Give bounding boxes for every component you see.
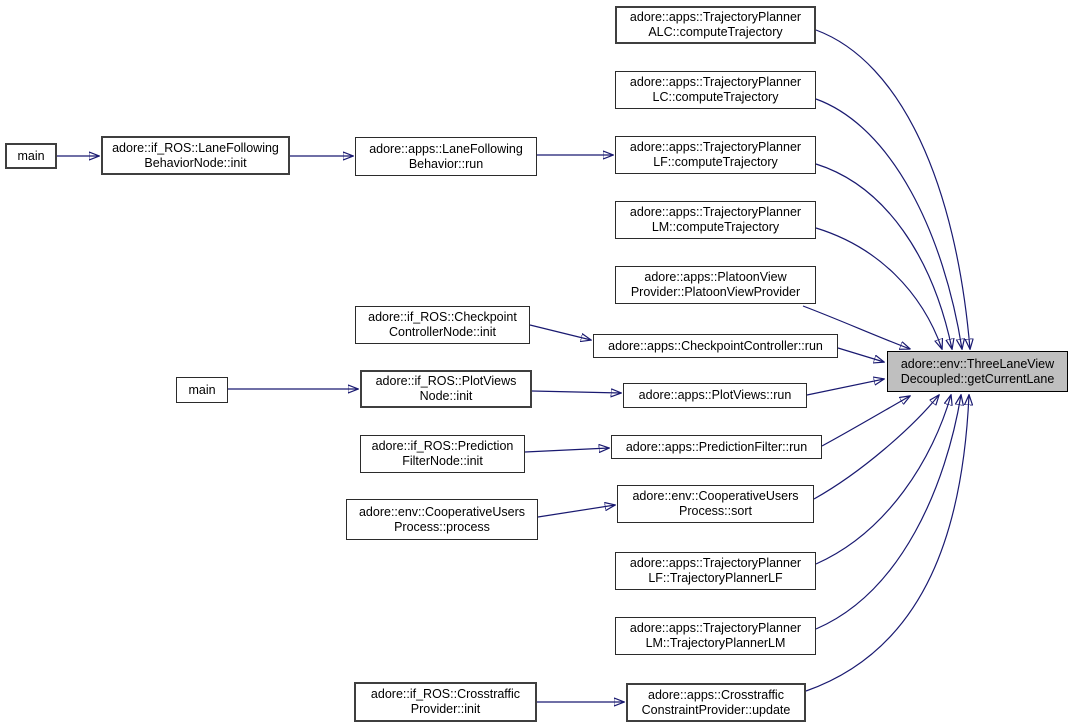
node-checkpointcontroller-run-label: adore::apps::CheckpointController::run	[608, 338, 823, 353]
edge-plotviewsnode-to-plotviewsrun	[531, 391, 621, 393]
node-trajectoryplanner-lc-computetrajectory-label: adore::apps::TrajectoryPlanner LC::compu…	[629, 75, 802, 104]
node-crosstrafficprovider-init-label: adore::if_ROS::Crosstraffic Provider::in…	[370, 687, 521, 716]
edge-coopprocess-to-coopsort	[537, 505, 615, 518]
node-predictionfilternode-init[interactable]: adore::if_ROS::Prediction FilterNode::in…	[360, 435, 525, 473]
edge-plotviewsrun-to-target	[806, 379, 884, 396]
node-platoonviewprovider-label: adore::apps::PlatoonView Provider::Plato…	[630, 270, 801, 299]
node-trajectoryplanner-lc-computetrajectory[interactable]: adore::apps::TrajectoryPlanner LC::compu…	[615, 71, 816, 109]
node-main-2-label: main	[188, 382, 216, 397]
node-main-1-label: main	[17, 148, 45, 163]
edge-predictionnode-to-predictionrun	[524, 448, 609, 452]
node-threelaneviewdecoupled-getcurrentlane: adore::env::ThreeLaneView Decoupled::get…	[887, 351, 1068, 392]
node-threelaneviewdecoupled-getcurrentlane-label: adore::env::ThreeLaneView Decoupled::get…	[900, 356, 1055, 386]
edge-predictionrun-to-target	[821, 396, 910, 447]
edge-checkpointrun-to-target	[837, 347, 884, 362]
edge-lf-to-target	[815, 163, 952, 349]
node-trajectoryplannerlm-ctor-label: adore::apps::TrajectoryPlanner LM::Traje…	[629, 621, 802, 650]
node-lanefollowing-behavior-run[interactable]: adore::apps::LaneFollowing Behavior::run	[355, 137, 537, 176]
node-plotviewsnode-init[interactable]: adore::if_ROS::PlotViews Node::init	[360, 370, 532, 408]
node-trajectoryplanner-lm-computetrajectory-label: adore::apps::TrajectoryPlanner LM::compu…	[629, 205, 802, 234]
node-plotviews-run[interactable]: adore::apps::PlotViews::run	[623, 383, 807, 408]
node-plotviews-run-label: adore::apps::PlotViews::run	[638, 388, 792, 402]
node-trajectoryplanner-alc-computetrajectory[interactable]: adore::apps::TrajectoryPlanner ALC::comp…	[615, 6, 816, 44]
node-trajectoryplanner-lf-computetrajectory[interactable]: adore::apps::TrajectoryPlanner LF::compu…	[615, 136, 816, 174]
edge-crosstrafficupdate-to-target	[805, 395, 969, 692]
node-checkpoint-controllernode-init-label: adore::if_ROS::Checkpoint ControllerNode…	[368, 310, 517, 339]
edge-lfctor-to-target	[815, 395, 951, 565]
edge-coopsort-to-target	[813, 395, 939, 500]
node-trajectoryplannerlf-ctor-label: adore::apps::TrajectoryPlanner LF::Traje…	[629, 556, 802, 585]
edge-alc-to-target	[815, 29, 970, 349]
node-platoonviewprovider[interactable]: adore::apps::PlatoonView Provider::Plato…	[615, 266, 816, 304]
node-main-1[interactable]: main	[5, 143, 57, 169]
node-cooperativeusersprocess-process[interactable]: adore::env::CooperativeUsers Process::pr…	[346, 499, 538, 540]
node-crosstrafficconstraintprovider-update[interactable]: adore::apps::Crosstraffic ConstraintProv…	[626, 683, 806, 722]
edge-checkpointnode-to-checkpointrun	[529, 324, 591, 340]
node-checkpoint-controllernode-init[interactable]: adore::if_ROS::Checkpoint ControllerNode…	[355, 306, 530, 344]
node-checkpointcontroller-run[interactable]: adore::apps::CheckpointController::run	[593, 334, 838, 358]
node-predictionfilter-run[interactable]: adore::apps::PredictionFilter::run	[611, 435, 822, 459]
node-crosstrafficconstraintprovider-update-label: adore::apps::Crosstraffic ConstraintProv…	[641, 687, 791, 717]
edge-lmctor-to-target	[815, 395, 961, 630]
node-plotviewsnode-init-label: adore::if_ROS::PlotViews Node::init	[375, 374, 517, 403]
node-lanefollowing-behaviornode-init-label: adore::if_ROS::LaneFollowing BehaviorNod…	[112, 140, 279, 170]
node-cooperativeusersprocess-process-label: adore::env::CooperativeUsers Process::pr…	[358, 504, 526, 534]
node-trajectoryplanner-lf-computetrajectory-label: adore::apps::TrajectoryPlanner LF::compu…	[629, 140, 802, 169]
edge-lm-to-target	[815, 227, 942, 349]
node-trajectoryplannerlf-ctor[interactable]: adore::apps::TrajectoryPlanner LF::Traje…	[615, 552, 816, 590]
node-cooperativeusersprocess-sort[interactable]: adore::env::CooperativeUsers Process::so…	[617, 485, 814, 523]
node-trajectoryplanner-alc-computetrajectory-label: adore::apps::TrajectoryPlanner ALC::comp…	[629, 10, 802, 39]
node-predictionfilter-run-label: adore::apps::PredictionFilter::run	[625, 439, 808, 454]
edge-platoon-to-target	[802, 305, 910, 349]
node-crosstrafficprovider-init[interactable]: adore::if_ROS::Crosstraffic Provider::in…	[354, 682, 537, 722]
edge-lc-to-target	[815, 98, 962, 349]
node-trajectoryplannerlm-ctor[interactable]: adore::apps::TrajectoryPlanner LM::Traje…	[615, 617, 816, 655]
node-predictionfilternode-init-label: adore::if_ROS::Prediction FilterNode::in…	[371, 439, 514, 468]
node-lanefollowing-behaviornode-init[interactable]: adore::if_ROS::LaneFollowing BehaviorNod…	[101, 136, 290, 175]
node-trajectoryplanner-lm-computetrajectory[interactable]: adore::apps::TrajectoryPlanner LM::compu…	[615, 201, 816, 239]
node-main-2[interactable]: main	[176, 377, 228, 403]
node-cooperativeusersprocess-sort-label: adore::env::CooperativeUsers Process::so…	[632, 489, 799, 518]
node-lanefollowing-behavior-run-label: adore::apps::LaneFollowing Behavior::run	[369, 141, 523, 171]
